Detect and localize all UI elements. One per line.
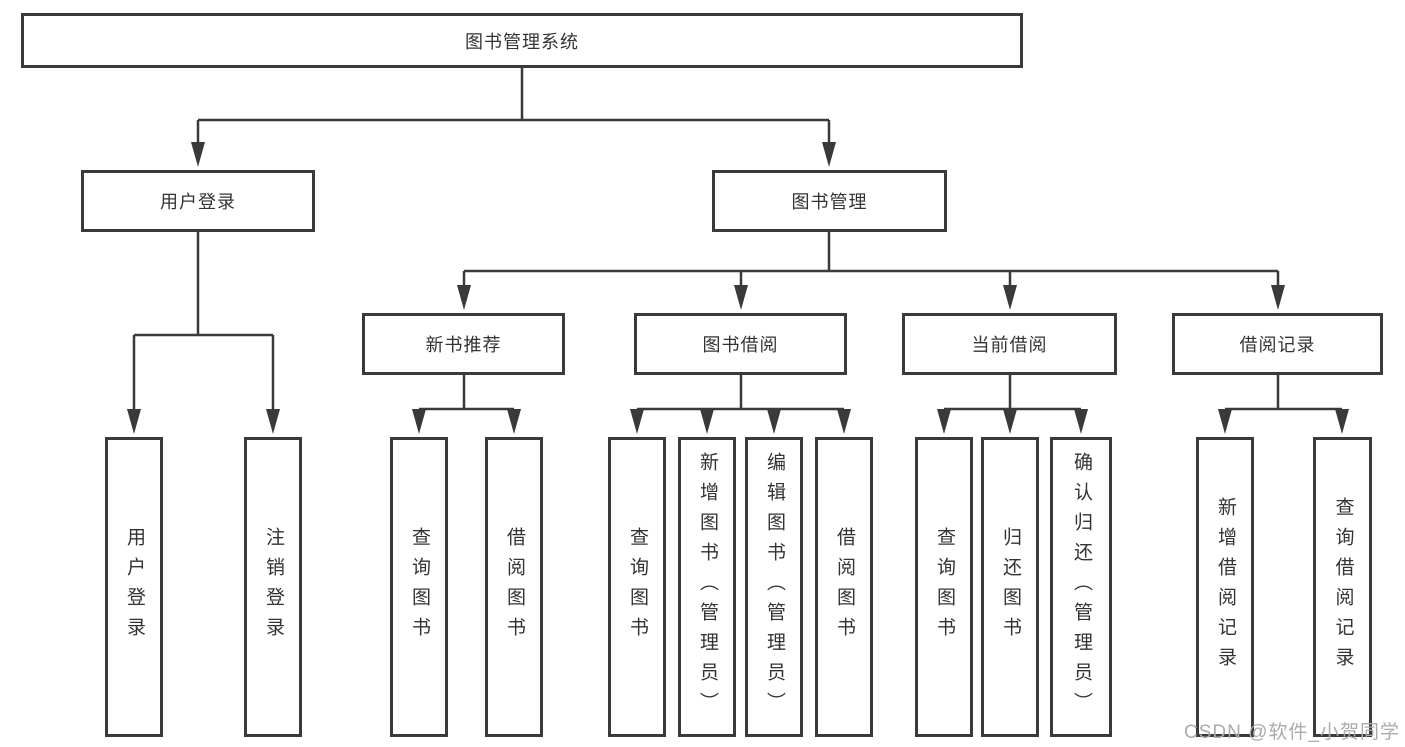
leaf-borrow-query-books: 查询图书 <box>608 437 666 737</box>
leaf-borrow-query-books-label: 查询图书 <box>626 527 648 647</box>
node-book-management-label: 图书管理 <box>791 192 868 212</box>
node-new-book-recommend-label: 新书推荐 <box>425 335 502 355</box>
leaf-borrow-book-label: 借阅图书 <box>833 527 855 647</box>
node-current-borrow: 当前借阅 <box>902 313 1117 375</box>
leaf-edit-book-admin: 编辑图书（管理员） <box>745 437 803 737</box>
node-book-borrow-label: 图书借阅 <box>702 335 779 355</box>
node-borrow-records-label: 借阅记录 <box>1239 335 1316 355</box>
leaf-borrow-book: 借阅图书 <box>815 437 873 737</box>
connector-borrow-records <box>1225 373 1342 411</box>
arrowheads <box>127 142 1349 434</box>
connector-new-book <box>419 373 514 411</box>
connector-root <box>196 66 831 144</box>
leaf-return-book-label: 归还图书 <box>999 527 1021 647</box>
leaf-confirm-return-admin: 确认归还（管理员） <box>1050 437 1112 737</box>
node-new-book-recommend: 新书推荐 <box>362 313 565 375</box>
leaf-confirm-return-admin-label: 确认归还（管理员） <box>1070 452 1092 722</box>
connector-book-management <box>462 230 1280 287</box>
leaf-query-borrow-record-label: 查询借阅记录 <box>1332 497 1354 677</box>
leaf-user-login: 用户登录 <box>105 437 163 737</box>
node-root-label: 图书管理系统 <box>465 31 579 52</box>
leaf-query-borrow-record: 查询借阅记录 <box>1313 437 1372 737</box>
leaf-current-query-books: 查询图书 <box>915 437 973 737</box>
leaf-add-borrow-record: 新增借阅记录 <box>1196 437 1254 737</box>
node-current-borrow-label: 当前借阅 <box>971 335 1048 355</box>
connector-user-login <box>132 230 275 411</box>
leaf-logout: 注销登录 <box>244 437 302 737</box>
connector-current-borrow <box>944 373 1081 411</box>
leaf-logout-label: 注销登录 <box>262 527 284 647</box>
connector-book-borrow <box>637 373 844 411</box>
leaf-add-borrow-record-label: 新增借阅记录 <box>1214 497 1236 677</box>
leaf-user-login-label: 用户登录 <box>123 527 145 647</box>
leaf-edit-book-admin-label: 编辑图书（管理员） <box>763 452 785 722</box>
node-book-management: 图书管理 <box>712 170 947 232</box>
node-root: 图书管理系统 <box>21 13 1023 68</box>
node-user-login: 用户登录 <box>81 170 315 232</box>
node-book-borrow: 图书借阅 <box>634 313 847 375</box>
leaf-recommend-query-books-label: 查询图书 <box>408 527 430 647</box>
leaf-recommend-borrow-books: 借阅图书 <box>485 437 543 737</box>
leaf-add-book-admin: 新增图书（管理员） <box>678 437 736 737</box>
node-borrow-records: 借阅记录 <box>1172 313 1383 375</box>
csdn-watermark: CSDN @软件_小贺同学 <box>1184 722 1400 743</box>
node-user-login-label: 用户登录 <box>160 192 236 212</box>
leaf-return-book: 归还图书 <box>981 437 1039 737</box>
leaf-recommend-borrow-books-label: 借阅图书 <box>503 527 525 647</box>
leaf-current-query-books-label: 查询图书 <box>933 527 955 647</box>
leaf-add-book-admin-label: 新增图书（管理员） <box>696 452 718 722</box>
leaf-recommend-query-books: 查询图书 <box>390 437 448 737</box>
